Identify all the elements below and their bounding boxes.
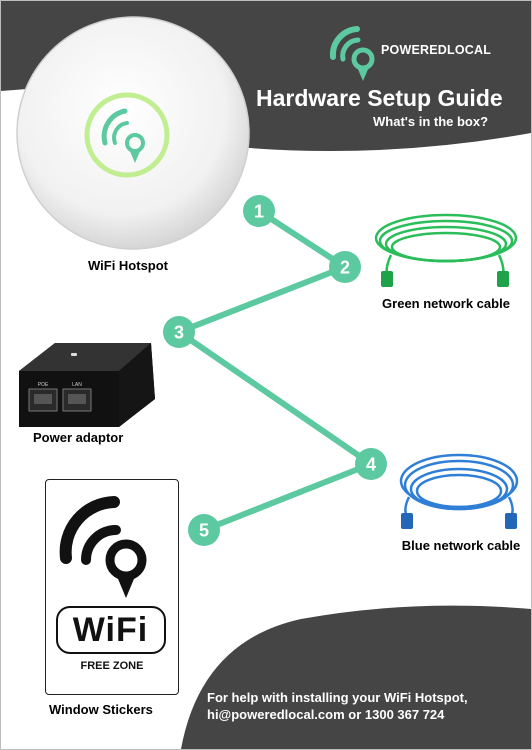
- footer-dark-shape: [181, 605, 531, 749]
- brand-name: POWEREDLOCAL: [381, 43, 492, 57]
- step-number: 2: [340, 258, 350, 278]
- power-adaptor-image: POE LAN: [19, 343, 155, 427]
- wifi-badge: WiFi: [56, 606, 166, 654]
- step-marker-3: 3: [163, 316, 195, 348]
- footer-help-line2: hi@poweredlocal.com or 1300 367 724: [207, 707, 445, 722]
- adaptor-port-label: LAN: [72, 382, 82, 388]
- step-circle: [188, 514, 220, 546]
- step-circle: [329, 251, 361, 283]
- step-circle: [355, 448, 387, 480]
- wifi-hotspot-device: [16, 16, 250, 250]
- step-circle: [243, 195, 275, 227]
- poweredlocal-logo-icon: [329, 26, 375, 81]
- header-dark-shape: [1, 1, 531, 151]
- step-circle: [163, 316, 195, 348]
- power-adaptor-label: Power adaptor: [33, 430, 124, 445]
- step-marker-4: 4: [355, 448, 387, 480]
- step-marker-1: 1: [243, 195, 275, 227]
- blue-network-cable-image: [399, 453, 519, 529]
- step-number: 1: [254, 202, 264, 222]
- step-marker-5: 5: [188, 514, 220, 546]
- step-number: 4: [366, 455, 376, 475]
- step-number: 5: [199, 521, 209, 541]
- poweredlocal-logo-icon: [59, 496, 147, 598]
- adaptor-port-label: POE: [38, 382, 49, 388]
- footer-help-line1: For help with installing your WiFi Hotsp…: [207, 690, 468, 705]
- connector-3-4: [176, 329, 374, 467]
- step-marker-2: 2: [329, 251, 361, 283]
- window-stickers-label: Window Stickers: [49, 702, 153, 717]
- green-network-cable-image: [374, 213, 518, 287]
- green-cable-label: Green network cable: [382, 296, 510, 311]
- window-sticker: WiFi FREE ZONE: [45, 479, 179, 695]
- connector-1-2: [256, 208, 348, 270]
- page-subtitle: What's in the box?: [373, 114, 489, 129]
- blue-cable-label: Blue network cable: [401, 538, 521, 553]
- connector-2-3: [176, 264, 348, 335]
- step-number: 3: [174, 323, 184, 343]
- wifi-badge-text: WiFi: [72, 611, 149, 649]
- page-title: Hardware Setup Guide: [256, 85, 503, 111]
- connector-4-5: [201, 461, 374, 533]
- free-zone-label: FREE ZONE: [80, 660, 144, 672]
- wifi-hotspot-label: WiFi Hotspot: [87, 258, 169, 273]
